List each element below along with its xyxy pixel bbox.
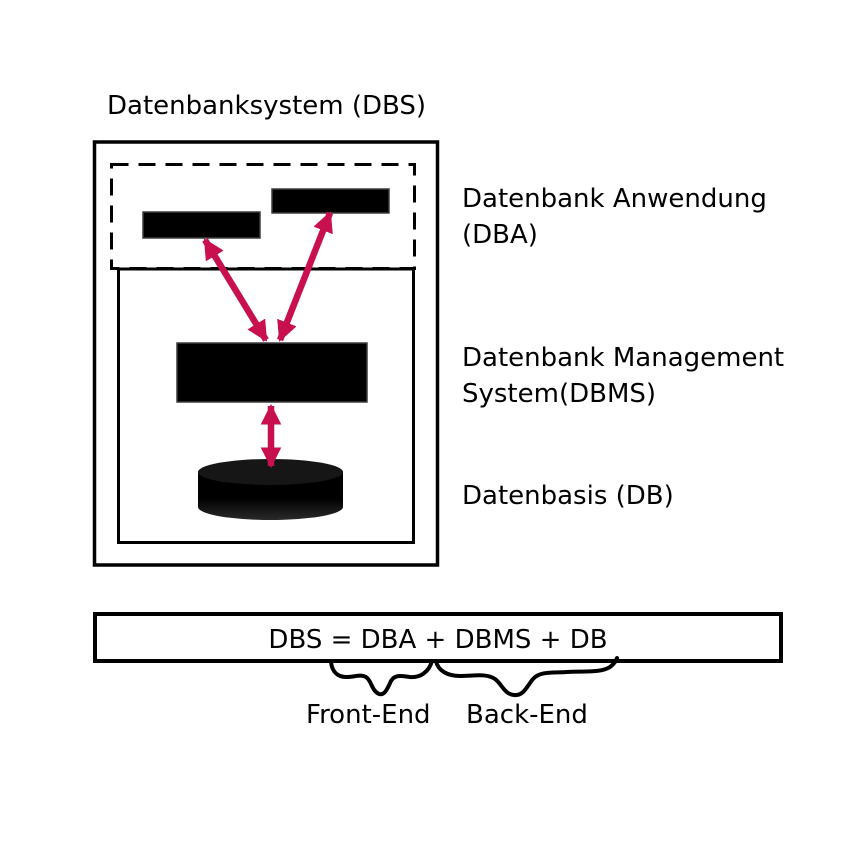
arrow-dbms-to-right-app (276, 211, 334, 342)
back-end-brace (434, 656, 619, 698)
dba-app-block-left (142, 211, 261, 239)
front-end-label: Front-End (306, 700, 431, 730)
cylinder-top (198, 459, 343, 485)
dbms-label-line2: System(DBMS) (462, 379, 657, 409)
diagram-title: Datenbanksystem (DBS) (107, 91, 427, 121)
back-end-label: Back-End (466, 700, 588, 730)
cylinder-body (198, 472, 343, 520)
dba-label-line1: Datenbank Anwendung (462, 184, 767, 214)
db-label: Datenbasis (DB) (462, 481, 674, 511)
dbms-label: Datenbank Management System(DBMS) (462, 340, 784, 412)
dba-app-block-right (271, 188, 390, 214)
arrow-dbms-to-left-app (202, 238, 269, 342)
front-end-brace (329, 659, 434, 697)
dbms-label-line1: Datenbank Management (462, 343, 785, 373)
equation-text: DBS = DBA + DBMS + DB (268, 625, 608, 655)
dba-label-line2: (DBA) (462, 220, 538, 250)
dbms-block (176, 342, 368, 403)
database-cylinder (198, 459, 343, 520)
dbs-outer-box (92, 140, 440, 567)
dba-dashed-box (110, 163, 416, 270)
dba-label: Datenbank Anwendung (DBA) (462, 181, 767, 253)
